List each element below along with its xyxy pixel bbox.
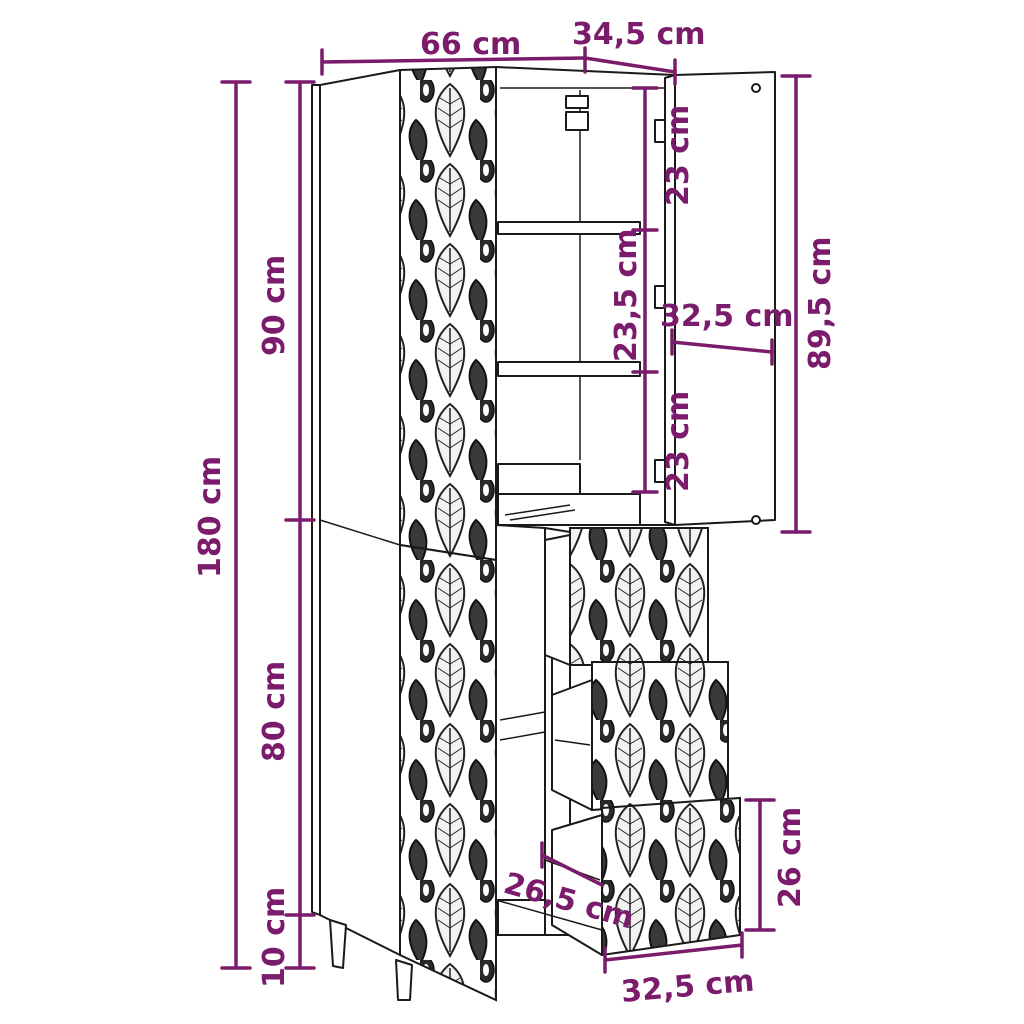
drawer-1[interactable] [544,527,709,666]
side-panel-edge [311,84,321,916]
interior-upper [495,66,676,526]
shelf-3-back [497,463,581,495]
label-lower-height: 80 cm [257,661,292,762]
open-door-edge [664,74,676,526]
label-drawer-width: 32,5 cm [620,963,756,1010]
leg-icon [329,919,413,1001]
side-panel-upper [319,69,401,956]
dimension-lines [220,46,812,974]
label-shelf-2: 23,5 cm [609,228,644,362]
label-total-height: 180 cm [193,456,228,578]
label-leg-height: 10 cm [257,887,292,988]
shelf-2 [497,361,641,377]
label-shelf-3: 23 cm [661,391,696,492]
cabinet-body [311,65,776,1002]
shelf-1 [497,221,641,235]
hinge-icon [565,95,666,483]
label-shelf-1: 23 cm [661,105,696,206]
front-door-lower [399,543,497,1002]
side-panel-split [319,519,401,546]
label-depth: 34,5 cm [572,17,706,52]
shelf-3 [497,493,641,526]
drawer-2[interactable] [551,661,729,812]
drawer-3[interactable] [495,796,741,957]
label-drawer-height: 26 cm [773,807,808,908]
label-upper-height: 90 cm [257,255,292,356]
label-door-height: 89,5 cm [803,236,838,370]
label-door-width: 32,5 cm [660,299,794,334]
front-door-upper [399,65,497,562]
label-overall-width: 66 cm [420,27,521,62]
